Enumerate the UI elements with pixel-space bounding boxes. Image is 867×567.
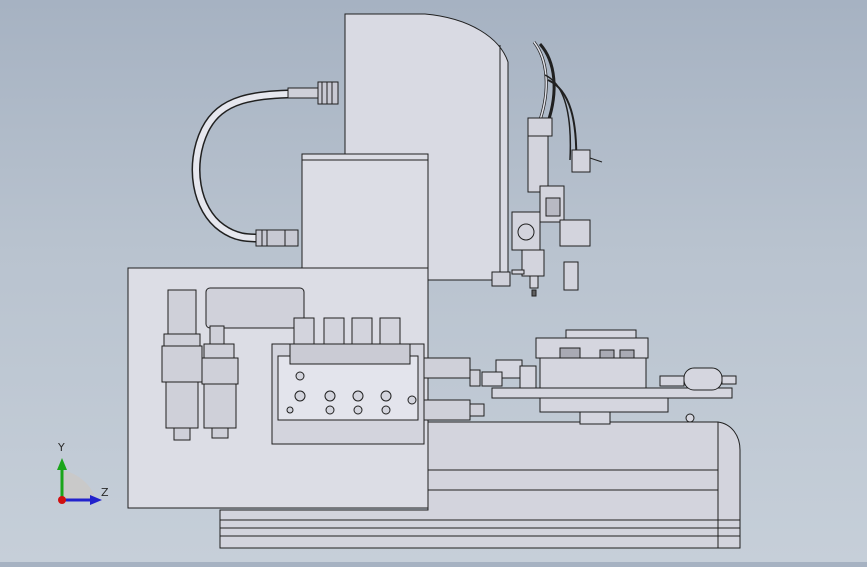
frl-unit xyxy=(161,289,239,441)
dispense-head xyxy=(511,41,603,297)
cylinders xyxy=(423,357,485,421)
axis-triad xyxy=(57,458,102,505)
hose-fitting-bottom xyxy=(255,229,299,247)
x-axis-dot xyxy=(58,496,66,504)
base-rail xyxy=(219,421,741,549)
panel-cutout xyxy=(205,287,305,329)
triad-y-label: Y xyxy=(58,441,65,454)
valve-manifold xyxy=(271,317,425,445)
work-table xyxy=(481,329,737,425)
motor-block xyxy=(301,153,429,271)
triad-z-label: Z xyxy=(101,486,109,499)
hose-fitting-top xyxy=(287,81,339,105)
